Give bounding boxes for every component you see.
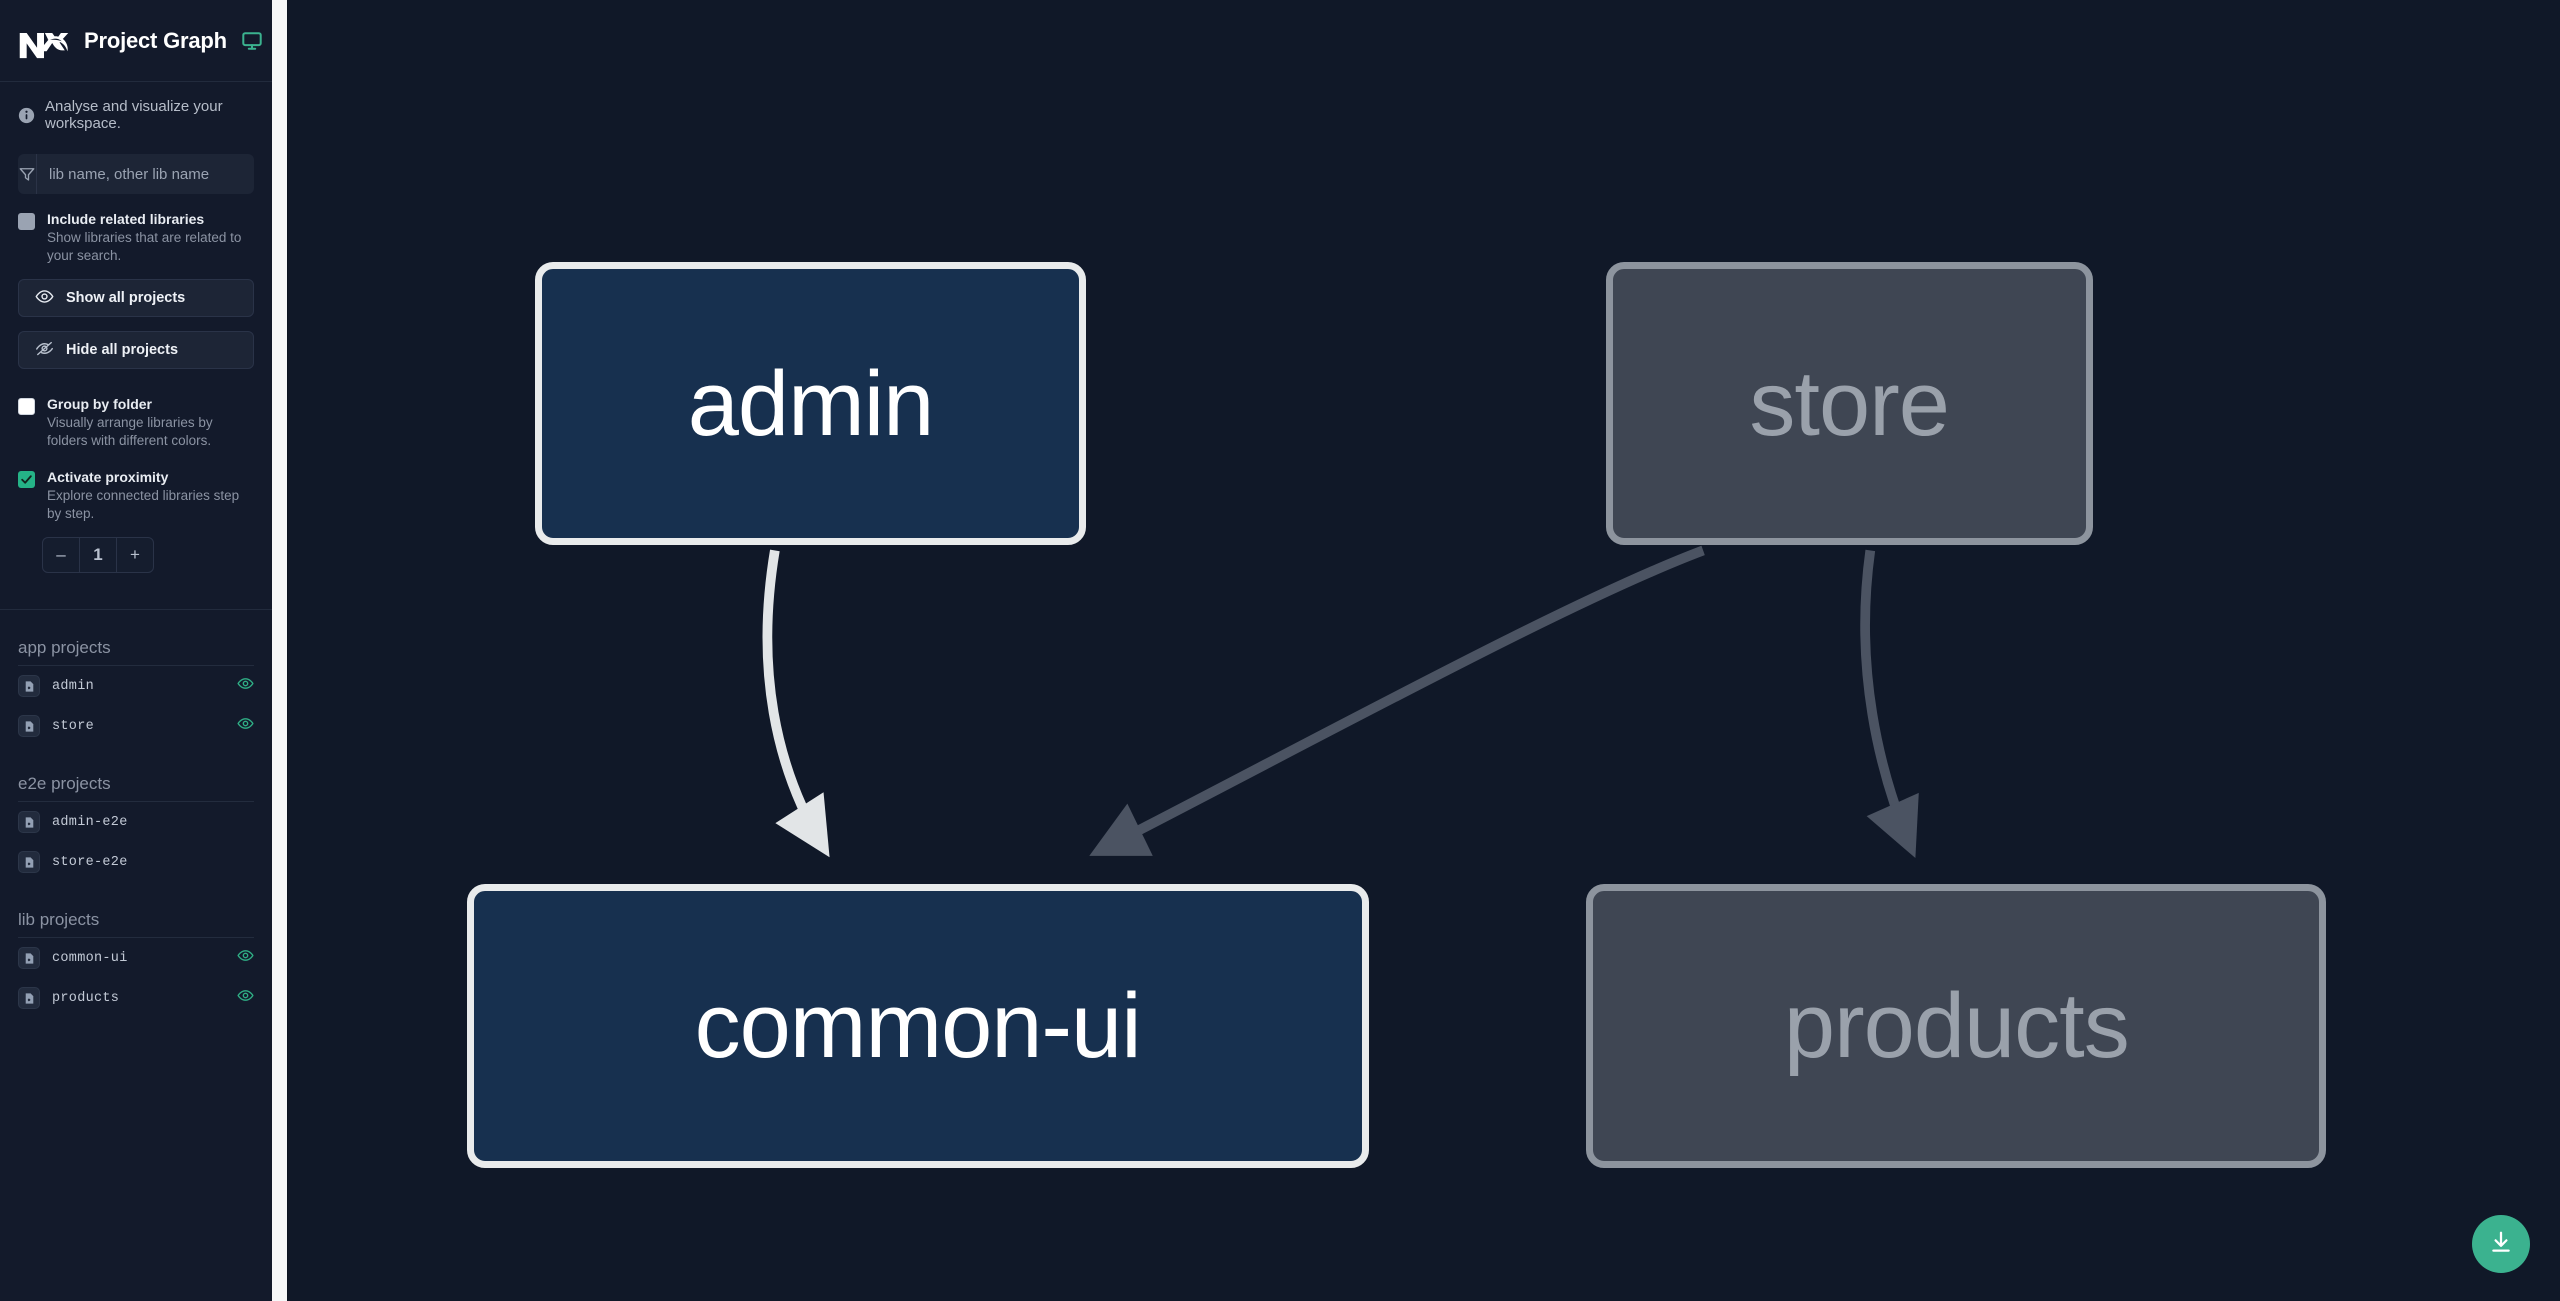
proximity-stepper[interactable]: – 1 + <box>42 537 154 573</box>
include-related-description: Show libraries that are related to your … <box>47 230 242 263</box>
project-list-item-common-ui[interactable]: common-ui <box>18 938 254 978</box>
graph-node-label: admin <box>687 352 935 455</box>
project-list-item-store-e2e[interactable]: store-e2e <box>18 842 254 882</box>
activate-proximity-label: Activate proximity <box>47 469 169 485</box>
edge-store-to-products <box>1860 549 1919 859</box>
edge-admin-to-common-ui <box>762 549 830 858</box>
project-visibility-eye-icon[interactable] <box>237 987 254 1009</box>
project-list-item-label: products <box>52 990 120 1006</box>
nx-logo-icon <box>18 20 70 62</box>
project-list-item-label: admin <box>52 678 95 694</box>
show-all-projects-label: Show all projects <box>66 290 186 306</box>
graph-node-common-ui[interactable]: common-ui <box>466 884 1369 1168</box>
search-row <box>0 140 272 194</box>
project-group-title: lib projects <box>18 910 254 938</box>
graph-node-label: store <box>1749 352 1950 455</box>
project-list-item-label: admin-e2e <box>52 814 128 830</box>
hide-all-projects-button[interactable]: Hide all projects <box>18 331 254 369</box>
proximity-increment-button[interactable]: + <box>130 545 140 564</box>
option-activate-proximity[interactable]: Activate proximity Explore connected lib… <box>0 450 272 523</box>
search-input[interactable] <box>37 154 254 194</box>
project-visibility-eye-icon[interactable] <box>237 715 254 737</box>
graph-edges <box>762 545 1919 859</box>
tagline: Analyse and visualize your workspace. <box>0 82 272 140</box>
monitor-icon[interactable] <box>241 30 263 52</box>
project-file-icon <box>18 851 40 873</box>
group-by-folder-description: Visually arrange libraries by folders wi… <box>47 415 213 448</box>
include-related-label: Include related libraries <box>47 211 205 227</box>
sidebar-header: Project Graph <box>0 0 272 82</box>
include-related-checkbox[interactable] <box>18 213 35 230</box>
graph-node-label: products <box>1783 974 2130 1077</box>
sidebar-resize-handle[interactable] <box>272 0 288 1301</box>
group-by-folder-label: Group by folder <box>47 396 152 412</box>
project-group-title: e2e projects <box>18 774 254 802</box>
filter-icon <box>18 154 37 194</box>
download-button[interactable] <box>2472 1215 2530 1273</box>
show-all-projects-button[interactable]: Show all projects <box>18 279 254 317</box>
graph-node-label: common-ui <box>694 974 1142 1077</box>
download-icon <box>2488 1229 2514 1260</box>
proximity-decrement-button[interactable]: – <box>56 545 66 564</box>
edge-store-to-common-ui <box>1089 545 1705 856</box>
stepper-divider-right <box>116 538 117 572</box>
activate-proximity-description: Explore connected libraries step by step… <box>47 488 240 521</box>
project-list-item-label: store-e2e <box>52 854 128 870</box>
sidebar-divider <box>0 609 272 610</box>
graph-canvas[interactable]: admin store common-ui products <box>288 0 2560 1301</box>
project-group-title: app projects <box>18 638 254 666</box>
eye-off-icon <box>35 339 54 362</box>
activate-proximity-checkbox[interactable] <box>18 471 35 488</box>
page-title: Project Graph <box>84 27 227 53</box>
graph-node-store[interactable]: store <box>1605 261 2093 546</box>
project-list-item-admin[interactable]: admin <box>18 666 254 706</box>
option-include-related-libraries[interactable]: Include related libraries Show libraries… <box>0 194 272 265</box>
project-list-item-store[interactable]: store <box>18 706 254 746</box>
graph-node-products[interactable]: products <box>1586 884 2327 1168</box>
project-file-icon <box>18 811 40 833</box>
hide-all-projects-label: Hide all projects <box>66 342 179 358</box>
sidebar: Project Graph Analyse and visualize your… <box>0 0 272 1301</box>
stepper-divider-left <box>79 538 80 572</box>
project-file-icon <box>18 715 40 737</box>
project-file-icon <box>18 987 40 1009</box>
tagline-text: Analyse and visualize your workspace. <box>45 98 223 132</box>
option-group-by-folder[interactable]: Group by folder Visually arrange librari… <box>0 369 272 450</box>
project-file-icon <box>18 947 40 969</box>
eye-icon <box>35 287 54 310</box>
project-visibility-eye-icon[interactable] <box>237 947 254 969</box>
project-list-item-products[interactable]: products <box>18 978 254 1018</box>
project-list-item-label: common-ui <box>52 950 128 966</box>
info-icon <box>18 107 35 124</box>
project-file-icon <box>18 675 40 697</box>
project-lists: app projects admin store e2e projects admin-… <box>0 610 272 1301</box>
graph-node-admin[interactable]: admin <box>534 261 1087 546</box>
project-list-item-admin-e2e[interactable]: admin-e2e <box>18 802 254 842</box>
group-by-folder-checkbox[interactable] <box>18 398 35 415</box>
proximity-value: 1 <box>93 545 103 564</box>
project-visibility-eye-icon[interactable] <box>237 675 254 697</box>
project-list-item-label: store <box>52 718 95 734</box>
search-box[interactable] <box>18 154 254 194</box>
